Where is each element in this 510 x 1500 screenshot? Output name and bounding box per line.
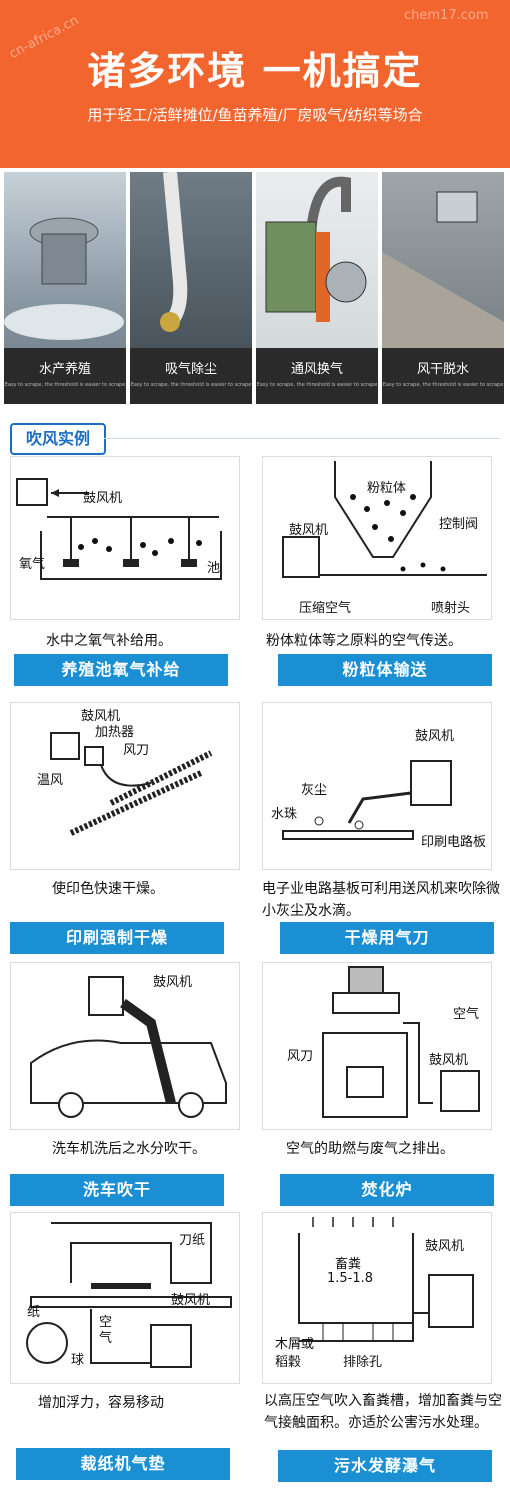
label-blower: 鼓风机 (83, 491, 123, 506)
label-blower: 鼓风机 (415, 729, 455, 744)
blower-illustration-icon (4, 217, 124, 340)
powder-diagram-icon (282, 461, 487, 578)
label-drain-hole: 排除孔 (343, 1355, 383, 1370)
car-wash-diagram-icon (30, 976, 227, 1118)
watermark-right: chem17.com (404, 8, 489, 23)
label-blower: 鼓风机 (171, 1293, 211, 1308)
diagram-powder-transport: 粉粒体 鼓风机 控制阀 压缩空气 喷射头 (262, 456, 492, 620)
section-title: 吹风实例 (10, 423, 106, 455)
header-banner: cn-africa.cn chem17.com 诸多环境 一机搞定 用于轻工/活… (0, 0, 510, 168)
photo-ventilation: 通风换气 Easy to scrape, the threshold is eas… (256, 172, 378, 404)
label-sawdust: 木屑或 (275, 1337, 315, 1352)
label-blower: 鼓风机 (289, 523, 329, 538)
label-warm-air: 温风 (37, 773, 64, 788)
example-title: 污水发酵瀑气 (278, 1450, 492, 1482)
label-air-1: 空 (99, 1315, 113, 1330)
section-divider (104, 438, 500, 439)
label-air: 空气 (453, 1007, 480, 1022)
label-air-knife: 风刀 (123, 743, 150, 758)
page-subtitle: 用于轻工/活鲜摊位/鱼苗养殖/厂房吸气/纺织等场合 (87, 106, 423, 124)
paper-cutter-diagram-icon (26, 1222, 232, 1368)
aquaculture-diagram-icon (16, 478, 222, 580)
diagram-air-knife: 鼓风机 灰尘 水珠 印刷电路板 (262, 702, 492, 870)
label-blower: 鼓风机 (425, 1239, 465, 1254)
photo-caption: 吸气除尘 (164, 362, 217, 377)
photo-subcaption: Easy to scrape, the threshold is easier … (382, 382, 504, 388)
photo-subcaption: Easy to scrape, the threshold is easier … (256, 382, 378, 388)
aeration-diagram-icon (298, 1217, 474, 1342)
example-desc: 水中之氧气补给用。 (46, 633, 172, 649)
label-oxygen: 氧气 (19, 557, 46, 572)
label-pcb: 印刷电路板 (421, 835, 487, 850)
label-manure: 畜粪 (335, 1257, 362, 1272)
example-title: 干燥用气刀 (280, 922, 494, 954)
example-desc: 粉体粒体等之原料的空气传送。 (266, 633, 462, 649)
label-paper: 纸 (27, 1305, 41, 1320)
duct-illustration-icon (160, 172, 188, 332)
label-compressed-air: 压缩空气 (299, 601, 352, 616)
diagram-print-drying: 鼓风机 加热器 风刀 温风 (10, 702, 240, 870)
example-desc: 电子业电路基板可利用送风机来吹除微小灰尘及水滴。 (262, 881, 500, 919)
label-blower: 鼓风机 (153, 975, 193, 990)
photo-caption: 水产养殖 (38, 362, 91, 377)
photo-caption: 风干脱水 (416, 362, 469, 377)
label-control-valve: 控制阀 (439, 517, 479, 532)
vacuum-illustration-icon (265, 176, 367, 322)
diagram-aquaculture: 鼓风机 氧气 池 (10, 456, 240, 620)
example-desc: 增加浮力，容易移动 (38, 1395, 164, 1411)
label-water-drop: 水珠 (271, 807, 298, 822)
photo-subcaption: Easy to scrape, the threshold is easier … (4, 382, 126, 388)
photo-caption: 通风换气 (290, 362, 343, 377)
diagram-paper-cutter: 刀纸 鼓风机 纸 空 气 球 (10, 1212, 240, 1384)
label-ratio: 1.5-1.8 (327, 1271, 374, 1286)
example-title: 印刷强制干燥 (10, 922, 224, 954)
example-desc: 使印色快速干燥。 (52, 881, 164, 897)
example-title: 粉粒体输送 (278, 654, 492, 686)
label-blower: 鼓风机 (429, 1053, 469, 1068)
example-desc: 以高压空气吹入畜粪槽，增加畜粪与空气接触面积。亦适於公害污水处理。 (264, 1393, 502, 1431)
label-air-2: 气 (99, 1331, 113, 1346)
incinerator-diagram-icon (322, 966, 480, 1118)
example-title: 洗车吹干 (10, 1174, 224, 1206)
diagram-aeration: 鼓风机 畜粪 1.5-1.8 木屑或 稻穀 排除孔 (262, 1212, 492, 1384)
label-blower: 鼓风机 (81, 709, 121, 724)
page-title: 诸多环境 一机搞定 (87, 49, 423, 93)
diagram-incinerator: 空气 风刀 鼓风机 (262, 962, 492, 1130)
conveyor-illustration-icon (382, 191, 504, 348)
label-air-knife: 风刀 (287, 1049, 314, 1064)
example-desc: 空气的助燃与废气之排出。 (286, 1141, 454, 1157)
label-powder: 粉粒体 (367, 481, 407, 496)
label-heater: 加热器 (95, 725, 135, 740)
label-dust: 灰尘 (301, 783, 328, 798)
label-cutter: 刀纸 (179, 1233, 206, 1248)
label-rice-husk: 稻穀 (275, 1355, 302, 1370)
air-knife-diagram-icon (282, 760, 452, 840)
diagram-car-wash: 鼓风机 (10, 962, 240, 1130)
print-drying-diagram-icon (50, 732, 213, 836)
photo-aquaculture: 水产养殖 Easy to scrape, the threshold is eas… (4, 172, 126, 404)
example-desc: 洗车机洗后之水分吹干。 (52, 1141, 206, 1157)
example-title: 焚化炉 (280, 1174, 494, 1206)
photo-air-drying: 风干脱水 Easy to scrape, the threshold is eas… (382, 172, 504, 404)
example-title: 裁纸机气垫 (16, 1448, 230, 1480)
photo-dust-suction: 吸气除尘 Easy to scrape, the threshold is eas… (130, 172, 252, 404)
example-title: 养殖池氧气补给 (14, 654, 228, 686)
label-nozzle: 喷射头 (431, 601, 471, 616)
label-pool: 池 (207, 561, 221, 576)
photo-subcaption: Easy to scrape, the threshold is easier … (130, 382, 252, 388)
label-ball: 球 (71, 1353, 85, 1368)
